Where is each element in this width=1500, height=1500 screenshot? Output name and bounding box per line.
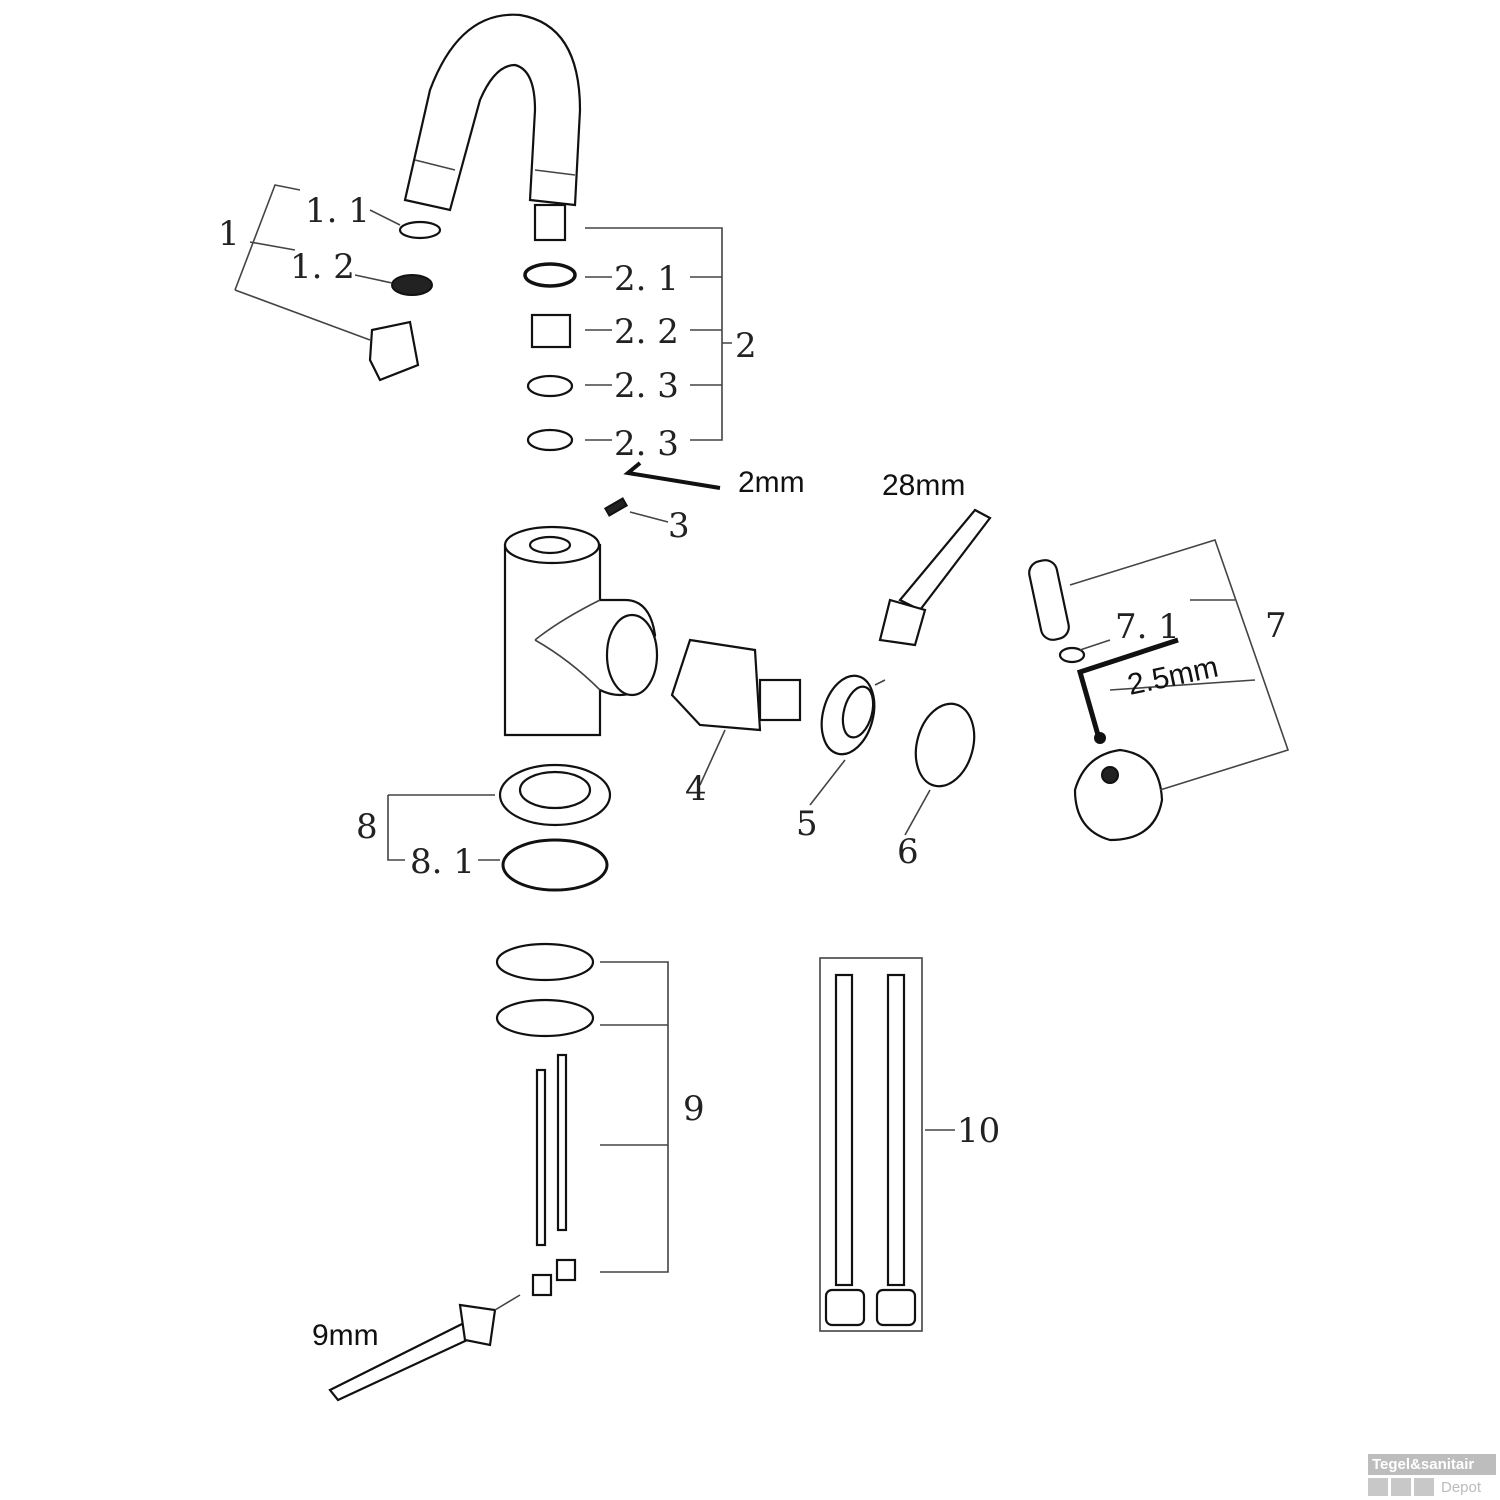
label-5: 5 xyxy=(796,804,818,844)
spout-thread xyxy=(533,203,567,242)
base-seal-group xyxy=(387,763,612,892)
aerator-group xyxy=(234,184,442,382)
label-2-1: 2. 1 xyxy=(614,259,679,299)
label-8: 8 xyxy=(356,807,378,847)
flex-hoses xyxy=(819,957,955,1332)
cartridge-nut xyxy=(809,674,886,806)
label-1-1: 1. 1 xyxy=(305,191,370,231)
label-1: 1 xyxy=(218,214,240,254)
watermark-logo: Tegel&sanitair Depot xyxy=(1368,1454,1496,1496)
watermark-brand: Tegel&sanitair xyxy=(1368,1454,1496,1475)
cartridge xyxy=(670,638,802,786)
label-2-3a: 2. 3 xyxy=(614,366,679,406)
cover-sleeve xyxy=(904,702,976,836)
label-1-2: 1. 2 xyxy=(290,247,355,287)
spout-seal-group xyxy=(523,227,732,452)
mounting-kit xyxy=(495,942,669,1297)
watermark-sub: Depot xyxy=(1441,1478,1482,1496)
handle-group xyxy=(1028,539,1290,842)
wrench-9mm xyxy=(328,1294,521,1402)
label-10: 10 xyxy=(957,1111,1000,1151)
label-6: 6 xyxy=(897,832,919,872)
label-7-1: 7. 1 xyxy=(1115,607,1180,647)
tap-body xyxy=(503,525,659,737)
label-8-1: 8. 1 xyxy=(410,842,475,882)
logo-square xyxy=(1391,1478,1411,1496)
wrench-28mm xyxy=(878,508,992,647)
label-2mm: 2mm xyxy=(738,466,805,499)
hex-key-2mm xyxy=(603,461,721,523)
spout xyxy=(403,13,582,242)
label-2-5mm: 2.5mm xyxy=(1125,651,1222,702)
label-9: 9 xyxy=(683,1089,705,1129)
drop-icon xyxy=(1368,1478,1388,1496)
logo-square xyxy=(1414,1478,1434,1496)
label-9mm: 9mm xyxy=(312,1319,379,1352)
label-2-3b: 2. 3 xyxy=(614,424,679,464)
label-3: 3 xyxy=(668,506,690,546)
label-28mm: 28mm xyxy=(882,469,965,502)
label-2-2: 2. 2 xyxy=(614,312,679,352)
label-7: 7 xyxy=(1265,606,1287,646)
label-4: 4 xyxy=(685,769,707,809)
label-2: 2 xyxy=(735,326,757,366)
